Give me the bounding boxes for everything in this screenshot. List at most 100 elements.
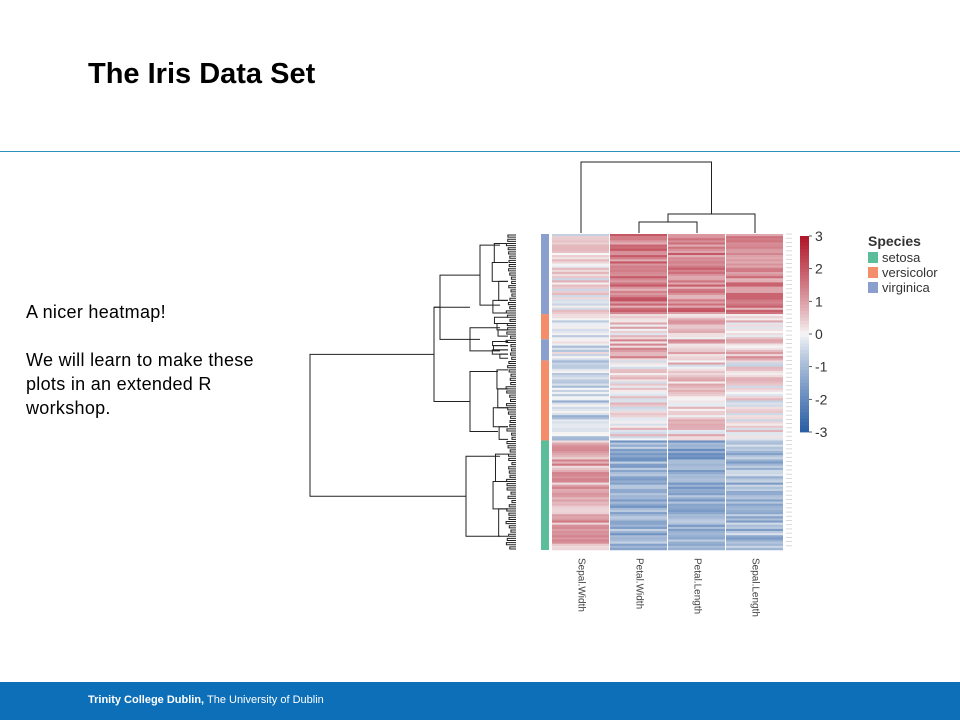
- heatmap-cell: [610, 537, 667, 540]
- color-scale-step: [800, 340, 809, 345]
- heatmap-cell: [726, 383, 783, 386]
- dendrogram-branch: [511, 462, 516, 466]
- heatmap-cell: [726, 288, 783, 292]
- dendrogram-branch: [510, 529, 516, 533]
- heatmap-cell: [668, 459, 725, 462]
- heatmap-cell: [552, 410, 609, 414]
- heatmap-cell: [552, 250, 609, 254]
- heatmap-cell: [610, 377, 667, 380]
- heatmap-cell: [610, 337, 667, 340]
- dendrogram-branch: [508, 285, 516, 289]
- heatmap-cell: [726, 495, 783, 498]
- heatmap-cell: [610, 299, 667, 302]
- dendrogram-branch: [507, 411, 516, 415]
- dendrogram-branch: [493, 316, 508, 325]
- heatmap-cell: [610, 398, 667, 401]
- heatmap-cell: [610, 427, 667, 431]
- heatmap-cell: [610, 309, 667, 313]
- heatmap-cell: [552, 400, 609, 403]
- heatmap-cell: [668, 465, 725, 469]
- heatmap-cell: [668, 434, 725, 437]
- dendrogram-branch: [508, 504, 516, 508]
- heatmap-cell: [610, 524, 667, 528]
- heatmap-cell: [668, 505, 725, 509]
- heatmap-cell: [552, 326, 609, 330]
- heatmap-cell: [726, 309, 783, 313]
- heatmap-cell: [610, 472, 667, 475]
- heatmap-cell: [668, 543, 725, 547]
- heatmap-cell: [610, 488, 667, 492]
- heatmap-cell: [552, 290, 609, 294]
- heatmap-cell: [610, 333, 667, 336]
- heatmap-cell: [610, 301, 667, 304]
- dendrogram-branch: [509, 255, 516, 259]
- heatmap-cell: [552, 535, 609, 538]
- heatmap-cell: [610, 501, 667, 504]
- heatmap-cell: [552, 522, 609, 525]
- heatmap-cell: [726, 480, 783, 483]
- heatmap-cell: [668, 263, 725, 266]
- heatmap-cell: [552, 465, 609, 469]
- heatmap-cell: [726, 467, 783, 471]
- heatmap-cell: [610, 495, 667, 498]
- heatmap-cell: [668, 341, 725, 344]
- heatmap-cell: [726, 429, 783, 433]
- heatmap-cell: [552, 255, 609, 258]
- dendrogram-branch: [509, 394, 516, 398]
- heatmap-cell: [552, 316, 609, 319]
- heatmap-cell: [668, 463, 725, 466]
- dendrogram-branch: [508, 264, 516, 268]
- heatmap-cell: [726, 290, 783, 294]
- heatmap-cell: [552, 328, 609, 332]
- heatmap-cell: [552, 537, 609, 540]
- heatmap-cell: [552, 421, 609, 424]
- heatmap-cell: [726, 533, 783, 536]
- heatmap-cell: [552, 539, 609, 542]
- heatmap-cell: [726, 427, 783, 431]
- dendrogram-branch: [509, 377, 516, 381]
- heatmap-cell: [726, 250, 783, 254]
- color-scale-step: [800, 324, 809, 328]
- color-scale-step: [800, 363, 809, 368]
- heatmap-cell: [668, 537, 725, 540]
- heatmap-cell: [610, 505, 667, 509]
- heatmap-cell: [726, 351, 783, 355]
- heatmap-cell: [552, 432, 609, 435]
- heatmap-cell: [726, 505, 783, 509]
- heatmap-cell: [668, 333, 725, 336]
- heatmap-cell: [668, 440, 725, 443]
- color-scale-step: [800, 337, 809, 341]
- heatmap-cell: [552, 493, 609, 496]
- heatmap-cell: [726, 240, 783, 243]
- heatmap-cell: [552, 461, 609, 464]
- dendrogram-branch: [510, 491, 516, 495]
- heatmap-cell: [726, 423, 783, 426]
- color-scale-step: [800, 242, 809, 247]
- heatmap-cell: [552, 394, 609, 397]
- heatmap-cell: [726, 455, 783, 458]
- heatmap-cell: [552, 429, 609, 433]
- heatmap-cell: [668, 347, 725, 351]
- dendrogram-branch: [511, 280, 516, 285]
- heatmap-cell: [668, 360, 725, 363]
- dendrogram-branch: [493, 242, 508, 263]
- heatmap-cell: [552, 423, 609, 426]
- dendrogram-branch: [499, 353, 508, 359]
- dendrogram-branch: [509, 272, 516, 276]
- heatmap-cell: [668, 335, 725, 338]
- heatmap-cell: [726, 474, 783, 477]
- heatmap-cell: [552, 257, 609, 260]
- heatmap-cell: [668, 423, 725, 426]
- dendrogram-branch: [497, 329, 508, 337]
- dendrogram-branch: [508, 457, 516, 461]
- heatmap-cell: [668, 389, 725, 393]
- heatmap-cell: [726, 366, 783, 370]
- dendrogram-branch: [508, 470, 516, 474]
- heatmap-cell: [726, 404, 783, 407]
- heatmap-cell: [726, 326, 783, 330]
- heatmap-cell: [668, 472, 725, 475]
- heatmap-cell: [668, 324, 725, 327]
- heatmap-cell: [668, 495, 725, 498]
- heatmap-cell: [726, 512, 783, 515]
- heatmap-cell: [726, 507, 783, 511]
